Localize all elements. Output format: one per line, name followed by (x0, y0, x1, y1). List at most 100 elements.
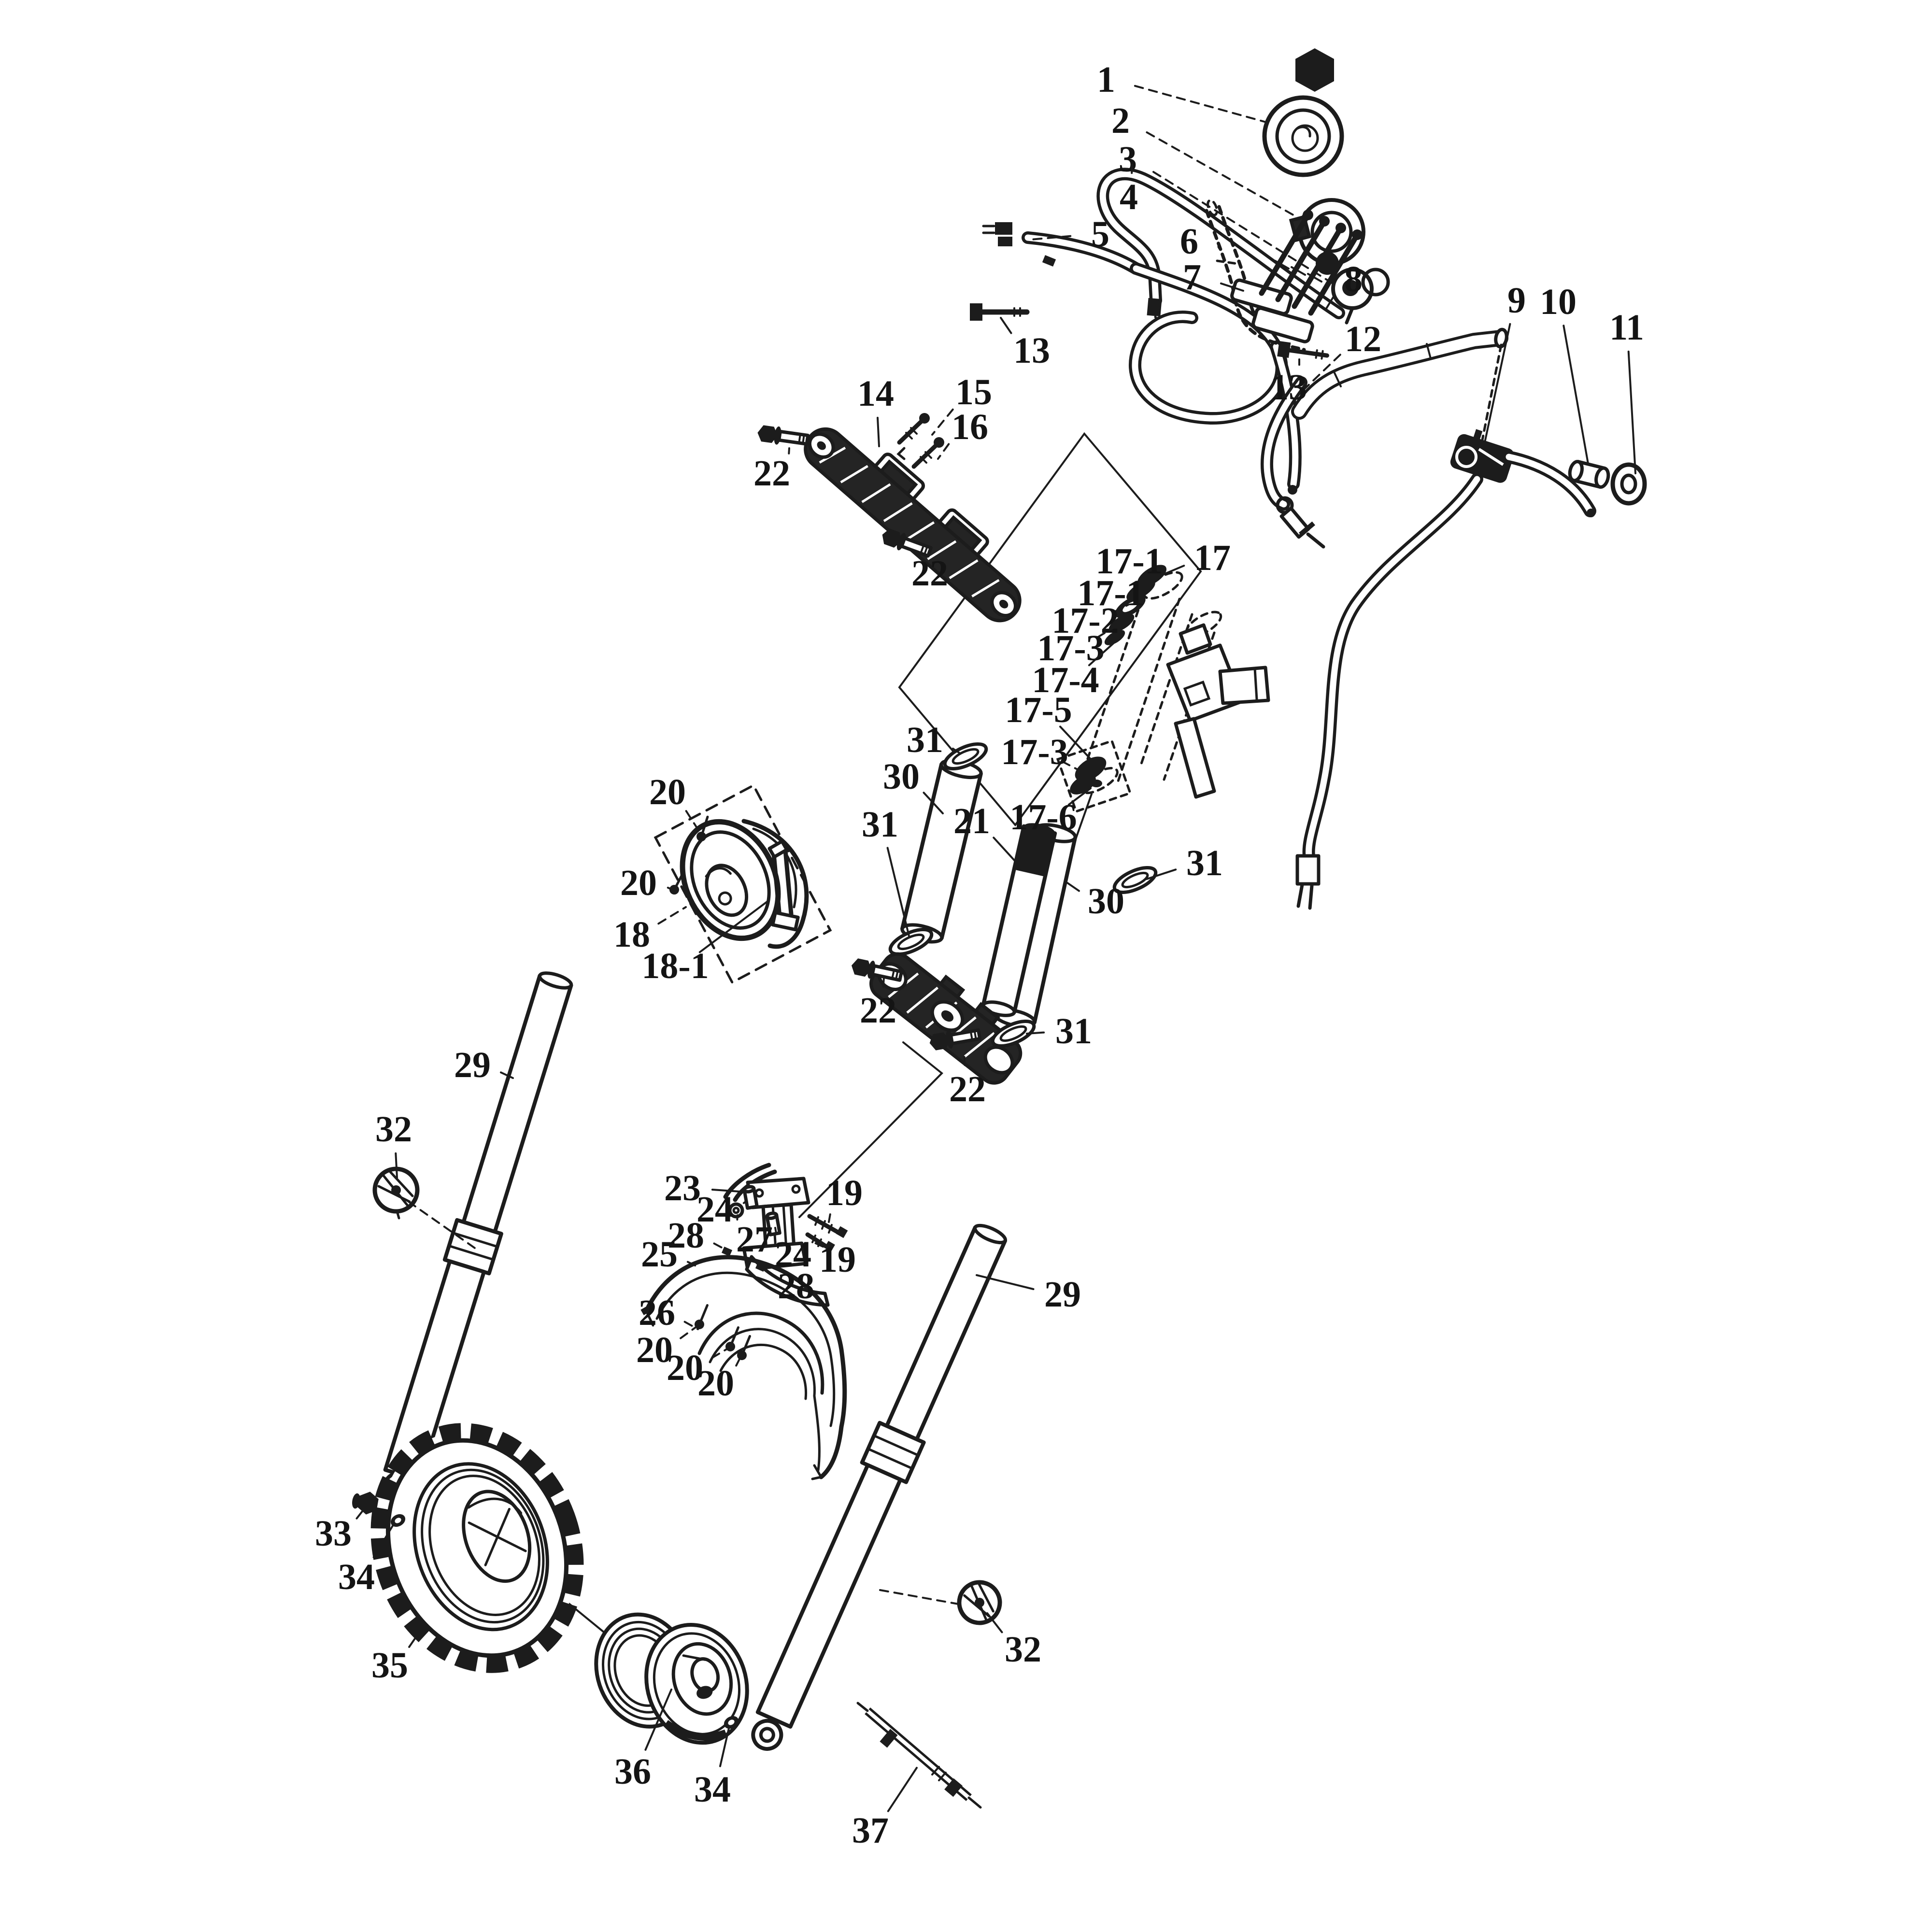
part-13-bolt-left (970, 303, 1030, 321)
leader-line-3-2 (1152, 170, 1333, 284)
leader-line-28-47 (762, 1266, 771, 1276)
reflector-right-mount-line (879, 1589, 962, 1605)
leader-line-30-33 (1066, 882, 1080, 892)
part-label-17-3-26: 17-3 (1001, 732, 1068, 772)
part-label-34-61: 34 (694, 1769, 731, 1810)
part-28-washer-left (721, 1246, 733, 1257)
part-label-16-16: 16 (952, 407, 988, 447)
leader-line-1-0 (1134, 85, 1265, 123)
part-label-21-30: 21 (953, 801, 990, 841)
part-21-steering-stem (981, 823, 1057, 1017)
leader-line-30-29 (923, 792, 944, 814)
part-label-19-41: 19 (826, 1173, 863, 1213)
leader-line-34-61 (719, 1725, 730, 1767)
leader-line-31-31 (886, 847, 910, 937)
headlight-callout-box (653, 783, 832, 984)
part-25-front-fender (640, 1255, 847, 1480)
part-9-brake-lever-assembly (1450, 429, 1596, 517)
part-label-5-4: 5 (1091, 214, 1109, 255)
part-label-37-63: 37 (852, 1810, 889, 1851)
leader-line-18-1-56 (698, 899, 770, 953)
part-label-20-50: 20 (649, 772, 686, 812)
part-label-17-5-25: 17-5 (1005, 690, 1072, 730)
part-label-4-3: 4 (1120, 177, 1138, 217)
part-label-13-13: 13 (1270, 367, 1307, 408)
leader-line-7-6 (1220, 282, 1244, 292)
part-label-17-2-22: 17-2 (1051, 600, 1119, 641)
part-label-30-29: 30 (883, 756, 920, 797)
leader-line-36-60 (644, 1689, 672, 1751)
leader-line-31-32 (1146, 868, 1177, 880)
part-label-24-40: 24 (696, 1189, 733, 1230)
callout-box-steering (898, 432, 1202, 827)
leader-line-31-34 (1026, 1031, 1045, 1035)
part-label-15-15: 15 (955, 372, 992, 412)
part-28-washer-right (755, 1262, 767, 1272)
leader-line-19-41 (828, 1213, 831, 1223)
part-label-20-54: 20 (697, 1363, 734, 1404)
leader-line-17-5-25 (1059, 725, 1095, 764)
leader-line-23-39 (711, 1189, 748, 1193)
part-label-17-19: 17 (1194, 538, 1231, 578)
leader-line-26-49 (683, 1321, 699, 1330)
leader-line-34-58 (372, 1522, 395, 1559)
part-label-17-1-20: 17-1 (1095, 541, 1163, 582)
part-lower-triple-clamp (869, 952, 1023, 1085)
leader-line-35-59 (408, 1623, 426, 1648)
leader-line-25-46 (686, 1261, 700, 1268)
leader-line-17-3-23 (1096, 621, 1123, 639)
part-8-handlebar (1291, 327, 1508, 444)
part-label-27-42: 27 (736, 1219, 773, 1260)
part-17-lower-bearing-cluster (1056, 739, 1132, 813)
part-26-fender-liner (697, 1311, 824, 1400)
part-1-ignition-cap (1262, 48, 1344, 177)
part-label-17-4-24: 17-4 (1032, 660, 1099, 700)
part-label-22-36: 22 (949, 1069, 986, 1109)
part-15-screw (897, 413, 930, 445)
part-32-reflector-left (372, 1166, 420, 1220)
leader-line-12-11 (1303, 354, 1341, 390)
part-label-28-45: 28 (668, 1215, 704, 1256)
part-label-29-37: 29 (454, 1045, 491, 1085)
part-27-spacer (728, 1202, 744, 1219)
leader-line-17-19 (1159, 565, 1185, 577)
leader-line-9-8 (1484, 323, 1511, 443)
leader-line-14-14 (877, 416, 880, 447)
part-label-11-10: 11 (1609, 307, 1644, 348)
leader-line-16-16 (937, 443, 950, 460)
part-36-wheel-hub (594, 1612, 749, 1745)
leader-line-6-5 (1217, 246, 1220, 249)
part-24-bolt-upper (742, 1185, 759, 1210)
leader-line-5-4 (1030, 235, 1072, 241)
part-18-1-headlight-bracket (767, 839, 800, 932)
part-label-33-57: 33 (315, 1513, 352, 1554)
leader-line-17-1-20 (1147, 573, 1155, 576)
part-19-screw-lower (805, 1232, 835, 1251)
part-17-bearing-stack (1104, 565, 1167, 645)
reflector-left-mount-line (408, 1201, 477, 1250)
part-17-stem-bracket (1166, 623, 1270, 799)
leader-line-17-4-24 (1088, 639, 1119, 667)
leader-line-24-40 (742, 1200, 748, 1204)
leader-line-27-42 (736, 1214, 739, 1221)
part-29-fork-leg-right (751, 1223, 1008, 1751)
part-13-bolt-right (1277, 341, 1329, 360)
leader-line-19-44 (814, 1242, 825, 1248)
part-label-22-35: 22 (860, 990, 896, 1031)
leader-line-37-63 (887, 1767, 918, 1812)
part-label-19-44: 19 (819, 1239, 856, 1280)
leader-line-17-2-22 (1112, 604, 1129, 613)
leader-line-29-48 (976, 1274, 1035, 1290)
leader-line-22-35 (882, 977, 885, 988)
leader-line-22-18 (913, 551, 918, 554)
part-label-1-0: 1 (1097, 59, 1115, 100)
part-label-31-32: 31 (1186, 843, 1223, 883)
part-label-8-7: 8 (1344, 259, 1363, 299)
part-label-30-33: 30 (1088, 881, 1124, 922)
part-label-18-55: 18 (613, 914, 650, 955)
part-label-35-59: 35 (371, 1645, 408, 1686)
kill-switch-cable (1295, 473, 1483, 910)
part-3-switch (1331, 268, 1390, 325)
part-label-31-34: 31 (1055, 1011, 1092, 1051)
